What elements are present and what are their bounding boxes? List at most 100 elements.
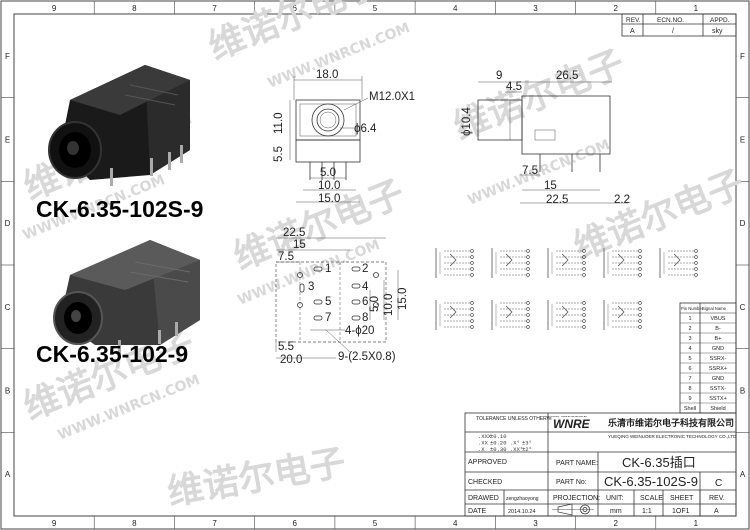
tolerance-cell: .XXX: [478, 433, 492, 440]
border-top-number: 6: [293, 4, 298, 13]
pin-table-number: 7: [688, 376, 691, 382]
sheet-value: 1OF1: [672, 508, 690, 515]
scale-value: 1:1: [642, 508, 652, 515]
border-bottom-number: 7: [212, 519, 217, 528]
dim-front-left: 5.5: [273, 146, 285, 162]
company-logo-text: WNRE: [553, 417, 591, 431]
model-label-102s: CK-6.35-102S-9: [36, 196, 203, 222]
dim-front-height: 11.0: [273, 112, 285, 134]
switch-schematics: [435, 248, 698, 330]
tolerance-cell: .XX: [478, 440, 489, 447]
rev-header-rev: REV.: [626, 17, 641, 24]
pcb-hole: [373, 302, 379, 308]
tolerance-cell: ±2°: [522, 446, 532, 453]
pcb-pin-1: 1: [325, 263, 331, 275]
pin-table-number: Shell: [684, 406, 696, 412]
unit-value: mm: [610, 508, 622, 515]
pin-table-signal: SSTX-: [710, 386, 726, 392]
switch-schematic: [491, 248, 530, 278]
tolerance-cell: .X: [478, 446, 485, 453]
pin-table-signal: B+: [715, 336, 722, 342]
drawed-label: DRAWED: [468, 495, 499, 502]
rev-label: REV.: [709, 495, 725, 502]
switch-schematic: [603, 248, 642, 278]
border-right-letter: A: [740, 470, 746, 479]
border-top-number: 8: [132, 4, 137, 13]
switch-schematic: [435, 300, 474, 330]
unit-label: UNIT:: [606, 495, 624, 502]
pcb-slot-5: [313, 299, 323, 305]
pcb-slot-8: [351, 315, 361, 321]
revision-table: REV. ECN.NO. APPD. A / sky: [621, 13, 737, 37]
dim-pcb-100: 10.0: [383, 294, 395, 316]
pcb-pin-4: 4: [362, 281, 369, 293]
pin-table-number: 4: [688, 346, 691, 352]
pcb-hole-note: 4-ϕ20: [345, 325, 374, 337]
border-right-letter: D: [740, 219, 746, 228]
pcb-layout-view: 22.5 15 7.5 1 2 3 4 5 6 7 8 5.0 10.0 15.…: [275, 227, 409, 366]
pcb-pin-8: 8: [362, 312, 368, 324]
date-label: DATE: [468, 508, 486, 515]
pcb-pin-7: 7: [325, 312, 331, 324]
pin-table-number: 2: [688, 326, 691, 332]
border-bottom-number: 1: [694, 519, 699, 528]
dim-pcb-15: 15: [293, 239, 306, 251]
rev-row-ecn: /: [672, 28, 674, 35]
pin-table-signal: SSRX-: [710, 356, 727, 362]
pcb-hole: [373, 272, 379, 278]
border-left-letter: A: [5, 470, 11, 479]
pin-table-signal: SSRX+: [709, 366, 727, 372]
border-top-number: 5: [373, 4, 378, 13]
pcb-pin-5: 5: [325, 296, 331, 308]
dim-front-15: 15.0: [318, 193, 340, 205]
product-photo-102s: [48, 65, 190, 186]
dim-side-265: 26.5: [556, 70, 578, 82]
pcb-pin-2: 2: [362, 263, 368, 275]
pcb-pin-3: 3: [308, 281, 314, 293]
tolerance-cell: ±3°: [522, 440, 532, 447]
pcb-slot-2: [351, 266, 361, 272]
border-bottom-number: 2: [613, 519, 618, 528]
dim-side-75: 7.5: [522, 165, 538, 177]
product-photo-102: [53, 240, 200, 354]
dim-pcb-50: 5.0: [369, 296, 381, 312]
border-top-number: 1: [694, 4, 699, 13]
pin-table-signal: Shield: [710, 406, 725, 412]
pcb-pin-6: 6: [362, 296, 368, 308]
date-value: 2014.10.24: [508, 509, 536, 515]
tolerance-cell: ±0.30: [490, 446, 507, 453]
pin-table-signal: GND: [712, 346, 724, 352]
pin-table-header-signal: Signal Name: [702, 306, 727, 311]
dim-hole: ϕ6.4: [354, 123, 377, 135]
rev-row-rev: A: [630, 28, 635, 35]
approved-label: APPROVED: [468, 459, 507, 466]
dim-front-10: 10.0: [318, 180, 340, 192]
part-name-label: PART NAME:: [556, 460, 598, 467]
dim-side-15: 15: [544, 180, 557, 192]
tolerance-title: TOLERANCE UNLESS OTHERWISE SPECIFIED: [476, 416, 588, 422]
checked-label: CHECKED: [468, 479, 502, 486]
pcb-hole: [297, 302, 303, 308]
switch-schematic: [659, 248, 698, 278]
dim-pcb-55: 5.5: [278, 341, 294, 353]
dim-side-22: 2.2: [614, 194, 630, 206]
pin-table-number: 8: [688, 386, 691, 392]
border-top-number: 7: [212, 4, 217, 13]
dim-thread: M12.0X1: [369, 91, 415, 103]
switch-schematic: [547, 300, 586, 330]
border-bottom-number: 3: [533, 519, 538, 528]
border-bottom-number: 5: [373, 519, 378, 528]
pin-table-number: 6: [688, 366, 691, 372]
switch-schematic: [547, 248, 586, 278]
pcb-slot-6: [351, 299, 361, 305]
pcb-slot-1: [313, 266, 323, 272]
side-view: 9 26.5 4.5 ϕ10.4 7.5 15 22.5 2.2: [461, 70, 630, 206]
dim-side-9: 9: [496, 70, 502, 82]
border-bottom-number: 8: [132, 519, 137, 528]
front-view: 18.0 M12.0X1 ϕ6.4 11.0 5.5 5.0 10.0 15.0: [273, 69, 415, 205]
part-name-value: CK-6.35插口: [622, 455, 696, 470]
